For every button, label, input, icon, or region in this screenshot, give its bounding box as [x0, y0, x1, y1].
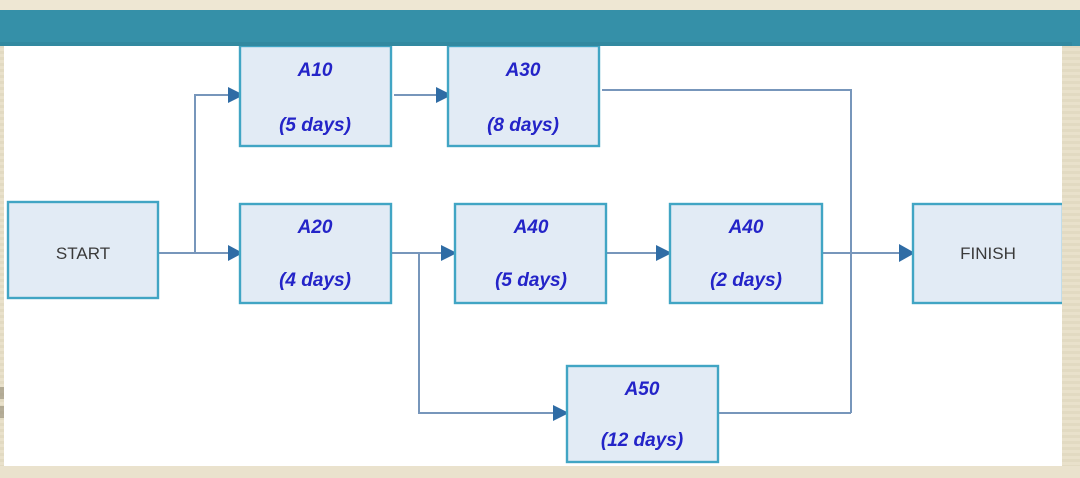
node-a10[interactable]: A10 (5 days)	[238, 46, 393, 148]
edge-a20-to-a50	[418, 253, 554, 414]
node-a40-2days[interactable]: A40 (2 days)	[668, 202, 824, 305]
arrowhead-start-to-a10	[228, 87, 244, 103]
node-start[interactable]: START	[6, 200, 160, 300]
node-a30[interactable]: A30 (8 days)	[446, 46, 601, 148]
node-finish-box[interactable]	[911, 202, 1062, 305]
node-a50[interactable]: A50 (12 days)	[565, 364, 720, 464]
node-a20[interactable]: A20 (4 days)	[238, 202, 393, 305]
node-a40-5days-code: A40	[513, 217, 549, 238]
network-diagram: START A10 (5 days) A30 (8 days) A20 (4 d…	[6, 46, 1062, 464]
node-a20-code: A20	[297, 217, 333, 238]
top-margin-strip	[0, 0, 1080, 10]
node-a10-box[interactable]	[238, 46, 393, 148]
bottom-margin-strip	[0, 466, 1080, 478]
node-a20-box[interactable]	[238, 202, 393, 305]
node-a20-duration: (4 days)	[279, 270, 351, 291]
title-banner	[0, 10, 1080, 46]
arrowhead-a40a-to-a40b	[656, 245, 672, 261]
node-a40-2days-duration: (2 days)	[710, 270, 782, 291]
node-finish-label: FINISH	[960, 244, 1016, 263]
node-a50-box[interactable]	[565, 364, 720, 464]
arrowhead-a20-to-a50	[553, 405, 569, 421]
node-start-label: START	[56, 244, 110, 263]
node-a30-duration: (8 days)	[487, 115, 559, 136]
node-a30-box[interactable]	[446, 46, 601, 148]
edge-start-to-a10	[194, 94, 229, 253]
edge-a30-to-finish	[602, 89, 852, 413]
node-start-box[interactable]	[6, 200, 160, 300]
node-a30-code: A30	[505, 60, 541, 81]
node-a10-code: A10	[297, 60, 333, 81]
node-a50-duration: (12 days)	[601, 430, 683, 451]
arrowhead-a10-to-a30	[436, 87, 452, 103]
node-a40-2days-box[interactable]	[668, 202, 824, 305]
node-finish[interactable]: FINISH	[911, 202, 1062, 305]
node-a40-5days[interactable]: A40 (5 days)	[453, 202, 608, 305]
page-edge-artifact-1	[0, 387, 4, 399]
node-a40-5days-duration: (5 days)	[495, 270, 567, 291]
banner-shadow	[0, 42, 1072, 46]
node-a10-duration: (5 days)	[279, 115, 351, 136]
diagram-canvas: START A10 (5 days) A30 (8 days) A20 (4 d…	[4, 46, 1062, 466]
node-a40-2days-code: A40	[728, 217, 764, 238]
node-a50-code: A50	[624, 379, 660, 400]
node-a40-5days-box[interactable]	[453, 202, 608, 305]
arrowhead-to-finish	[899, 244, 915, 262]
page-edge-artifact-2	[0, 406, 4, 418]
arrowhead-a20-to-a40a	[441, 245, 457, 261]
arrowhead-start-to-a20	[228, 245, 243, 261]
